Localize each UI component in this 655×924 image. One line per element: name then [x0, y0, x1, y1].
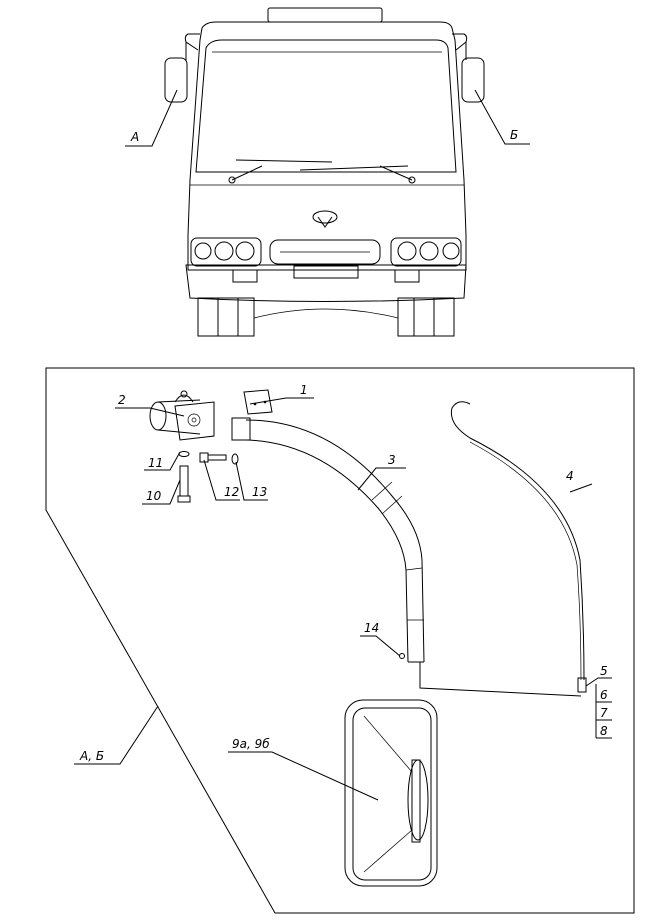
callout-b: Б — [510, 128, 518, 142]
bus-front-view — [125, 7, 530, 337]
callout-a: А — [130, 130, 139, 144]
left-mirror-assembly — [164, 33, 200, 103]
part-4-cable — [419, 401, 585, 697]
callout-4: 4 — [566, 469, 574, 483]
part-5-connector — [577, 677, 587, 693]
callout-9: 9а, 9б — [232, 737, 270, 751]
part-12-screw — [199, 452, 227, 463]
callout-12: 12 — [224, 485, 239, 499]
part-9-mirror — [344, 699, 438, 887]
part-2-bracket — [149, 390, 215, 441]
leader-lines — [74, 397, 612, 801]
part-3-tube-arm — [231, 417, 425, 663]
brand-logo-icon — [312, 210, 338, 228]
callout-8: 8 — [600, 724, 608, 738]
part-10-bolt — [177, 465, 191, 503]
callout-ab: А, Б — [79, 749, 104, 763]
callout-5: 5 — [600, 664, 608, 678]
part-13-nut — [231, 453, 239, 465]
part-14-screw — [399, 653, 405, 659]
callout-10: 10 — [146, 489, 162, 503]
right-mirror-assembly — [452, 33, 485, 103]
callout-2: 2 — [118, 393, 126, 407]
part-11-washer — [178, 451, 190, 457]
callout-3: 3 — [388, 453, 396, 467]
callout-7: 7 — [600, 706, 608, 720]
callout-13: 13 — [252, 485, 267, 499]
part-1-plate — [243, 389, 273, 415]
callout-1: 1 — [300, 383, 308, 397]
callout-11: 11 — [148, 456, 163, 470]
callout-14: 14 — [364, 621, 379, 635]
detail-view-frame — [45, 367, 635, 914]
callout-6: 6 — [600, 688, 608, 702]
